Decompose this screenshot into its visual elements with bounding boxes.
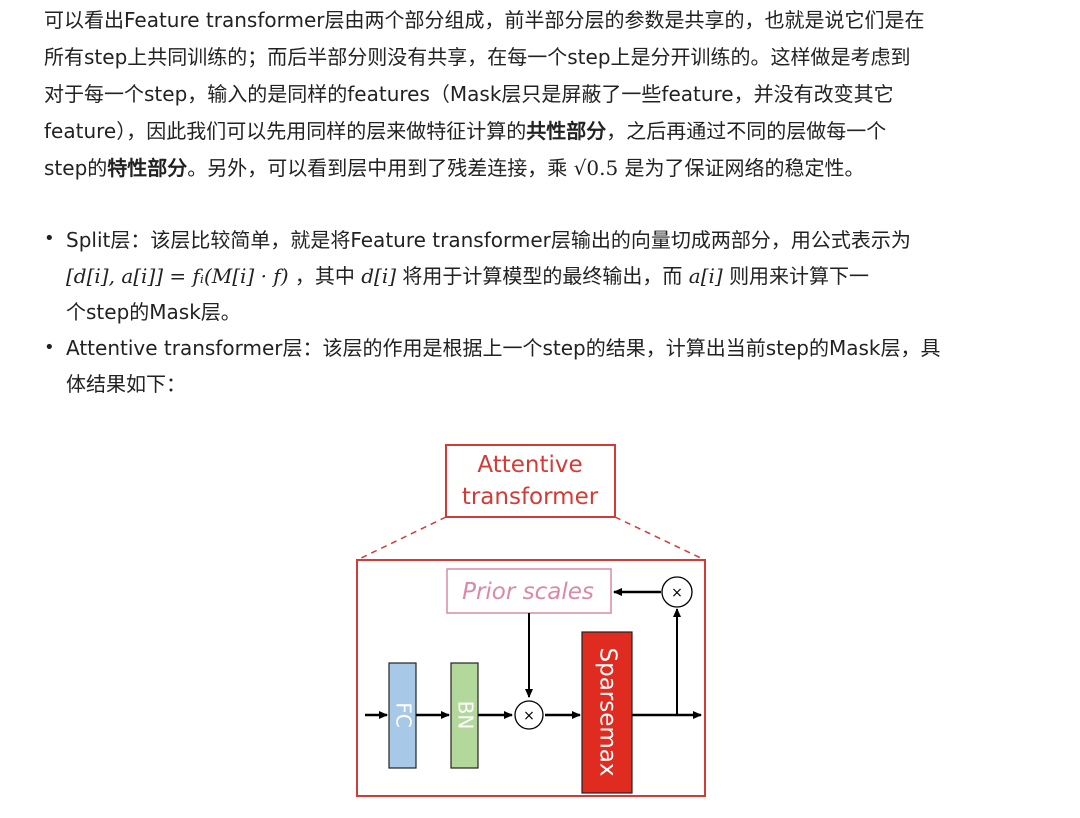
intro-line-3: 对于每一个step，输入的是同样的features（Mask层只是屏蔽了一些fe…	[44, 82, 894, 106]
intro-line-5-text-c: 。另外，可以看到层中用到了残差连接，乘	[187, 156, 568, 180]
sparsemax-block	[581, 631, 633, 794]
math-split-formula: [d[i], a[i]] = fᵢ(M[i] · f)	[66, 264, 289, 288]
bn-label: BN	[454, 701, 478, 730]
title-box	[445, 444, 616, 518]
multiply-symbol-feedback: ×	[671, 585, 683, 601]
intro-line-4-text-a: feature），因此我们可以先用同样的层来做特征计算的	[44, 119, 527, 143]
intro-line-5-text-d: 是为了保证网络的稳定性。	[624, 156, 865, 180]
fc-block	[388, 662, 417, 769]
split-line-2-text-c: 则用来计算下一	[729, 264, 870, 288]
prior-scales-label: Prior scales	[462, 579, 594, 605]
attentive-line-2: 体结果如下：	[66, 372, 186, 396]
emphasis-specific-part: 特性部分	[107, 156, 188, 180]
multiply-node-main	[514, 700, 544, 730]
zoom-line-left	[356, 516, 447, 561]
bullet-marker-2: •	[44, 337, 55, 358]
sparsemax-label: Sparsemax	[595, 648, 621, 777]
title-line-2: transformer	[462, 484, 599, 510]
split-line-2: [d[i], a[i]] = fᵢ(M[i] · f) ，其中 d[i] 将用于…	[66, 262, 869, 290]
intro-line-5-text-a: step的	[44, 156, 108, 180]
split-line-2-text-b: 将用于计算模型的最终输出，而	[402, 264, 683, 288]
multiply-node-feedback	[661, 576, 693, 608]
multiply-symbol-main: ×	[523, 708, 535, 724]
prior-scales-box	[446, 568, 612, 614]
math-sqrt-0-5: √0.5	[573, 156, 619, 180]
bn-block	[450, 662, 479, 769]
split-line-1: Split层：该层比较简单，就是将Feature transformer层输出的…	[66, 228, 911, 252]
zoom-line-right	[614, 516, 706, 561]
emphasis-common-part: 共性部分	[526, 119, 607, 143]
intro-line-1: 可以看出Feature transformer层由两个部分组成，前半部分层的参数…	[44, 8, 925, 32]
split-line-2-text-a: ，其中	[294, 264, 355, 288]
title-line-1: Attentive	[477, 452, 582, 478]
detail-box	[356, 559, 706, 797]
intro-line-4: feature），因此我们可以先用同样的层来做特征计算的共性部分，之后再通过不同…	[44, 117, 886, 145]
split-line-3: 个step的Mask层。	[66, 300, 241, 324]
fc-label: FC	[392, 702, 416, 727]
math-a-i: a[i]	[688, 264, 723, 288]
bullet-marker-1: •	[44, 228, 55, 249]
intro-line-2: 所有step上共同训练的；而后半部分则没有共享，在每一个step上是分开训练的。…	[44, 45, 911, 69]
math-d-i: d[i]	[361, 264, 397, 288]
intro-line-5: step的特性部分。另外，可以看到层中用到了残差连接，乘 √0.5 是为了保证网…	[44, 154, 865, 182]
attentive-line-1: Attentive transformer层：该层的作用是根据上一个step的结…	[66, 336, 941, 360]
intro-line-4-text-c: ，之后再通过不同的层做每一个	[606, 119, 887, 143]
